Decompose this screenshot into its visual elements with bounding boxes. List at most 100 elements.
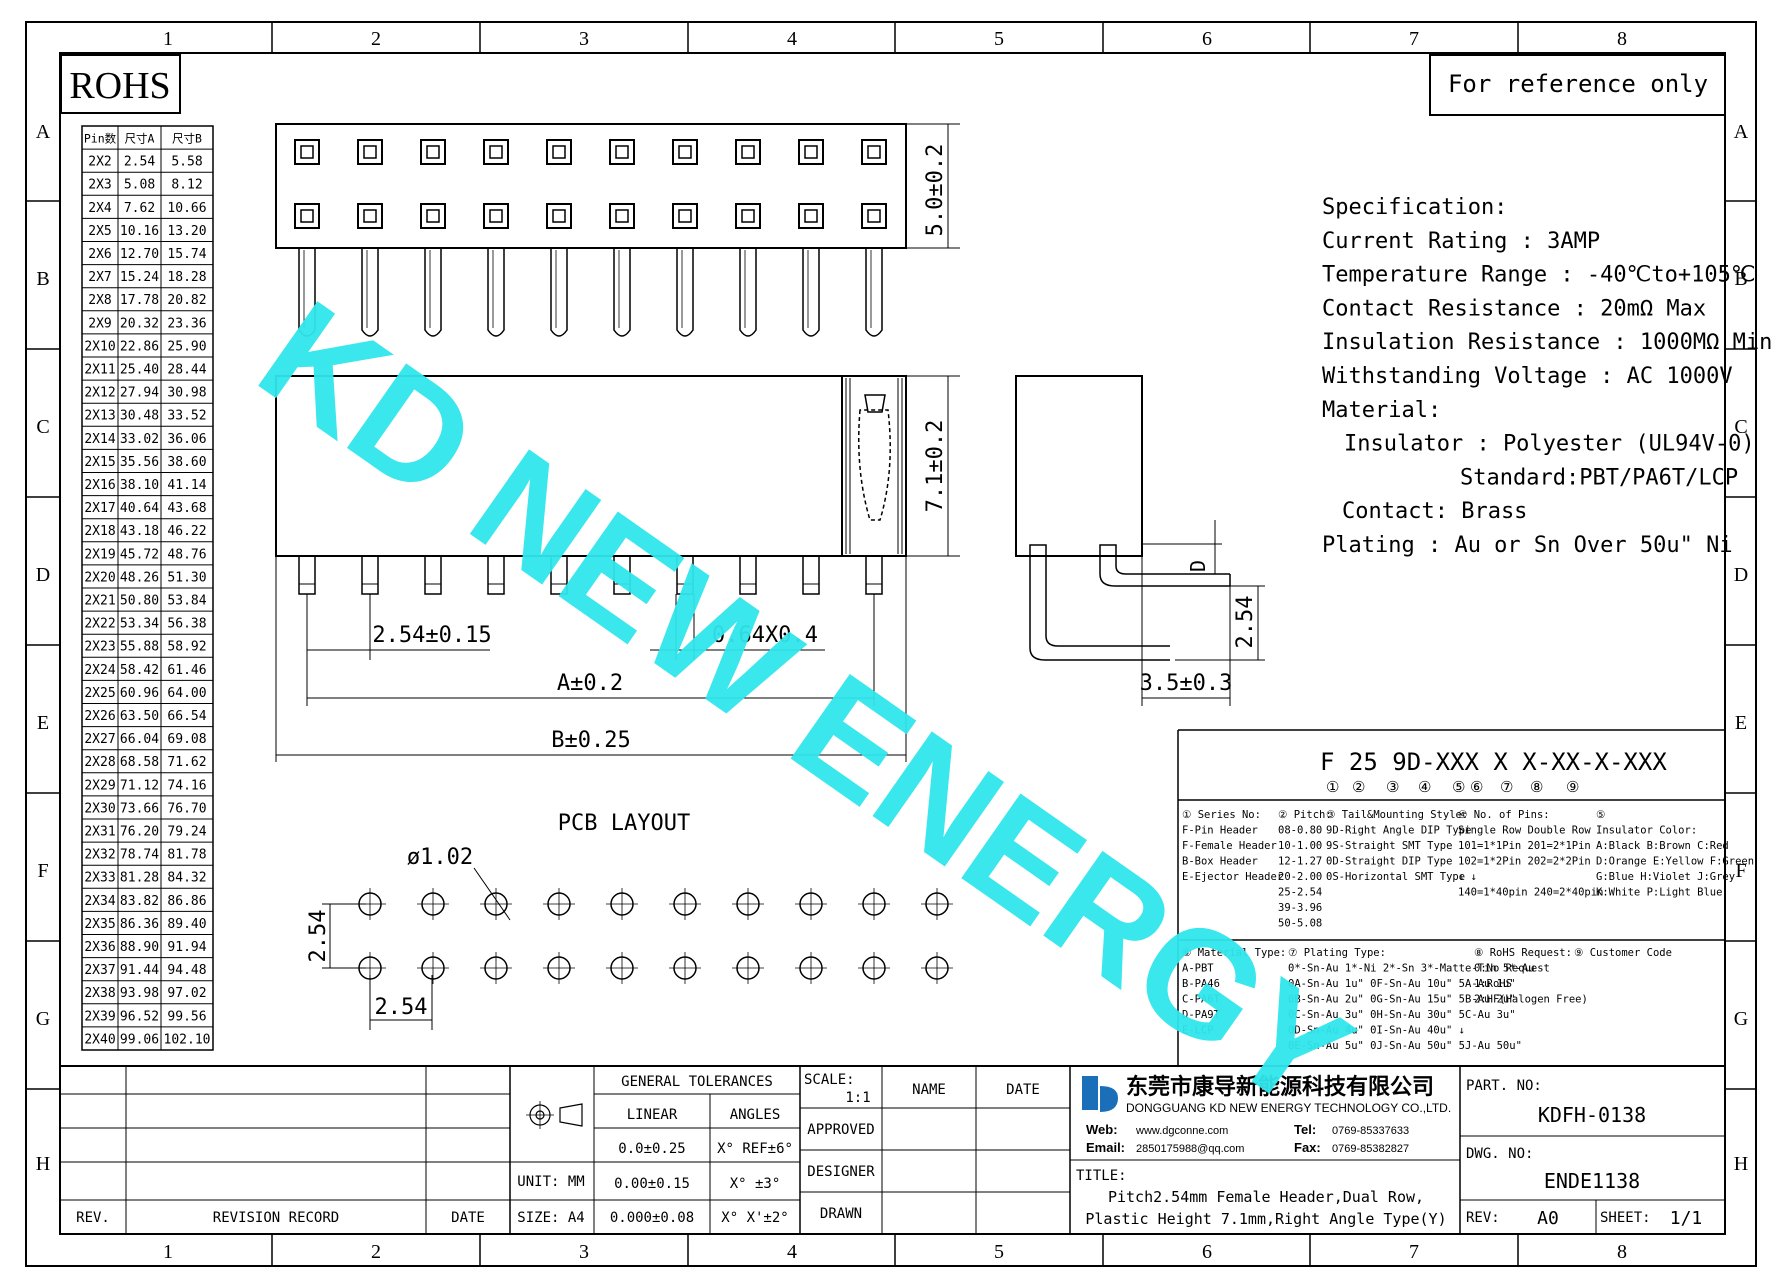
pin-table-cell: 2X17 [84,501,115,516]
pin-hole [294,139,320,165]
col-label: 6 [1202,28,1212,50]
web-value: www.dgconne.com [1135,1125,1228,1137]
pin-table-cell: 40.64 [120,501,159,516]
pin-hole [861,139,887,165]
pin-hole [798,203,824,229]
part-code-option: ⑥ Material Type: [1182,947,1286,959]
linear-header: LINEAR [627,1107,678,1123]
pin-tail [424,555,442,595]
part-code-marker: ② [1352,778,1365,796]
pin-table-cell: 58.42 [120,663,159,678]
col-label: 5 [994,28,1004,50]
pin-table-cell: 15.24 [120,270,159,285]
pin-table-cell: 17.78 [120,293,159,308]
pin-table-cell: 84.32 [167,871,206,886]
title-line-1: Pitch2.54mm Female Header,Dual Row, [1108,1188,1424,1206]
part-code-option: F-Pin Header [1182,825,1258,837]
tolerance-1: 0.0±0.25 [618,1141,685,1157]
pin-table-cell: 102.10 [164,1032,211,1047]
dim-top-height: 5.0±0.2 [923,144,948,237]
part-code-option: 0D-Sn-Au 4u" 0I-Sn-Au 40u" ↓ [1288,1025,1465,1037]
pin-table-cell: 20.82 [167,293,206,308]
pcb-vert-pitch: 2.54 [306,910,331,963]
part-code-option: 2:HF(Halogen Free) [1474,994,1588,1006]
reference-box [1429,54,1726,116]
specification-block: Specification:Current Rating : 3AMPTempe… [1322,195,1772,558]
pin-table-cell: 20.32 [120,316,159,331]
row-label: A [36,121,51,143]
pin-table-cell: 63.50 [120,709,159,724]
pin-hole [609,203,635,229]
email-value: 2850175988@qq.com [1136,1143,1244,1155]
pin-table-cell: 27.94 [120,386,159,401]
pin-table-cell: 10.16 [120,224,159,239]
pin-table-cell: 73.66 [120,801,159,816]
pin-table-cell: 86.36 [120,917,159,932]
row-label: C [36,416,49,438]
pin-table-cell: 45.72 [120,547,159,562]
pin-table-cell: 41.14 [167,478,206,493]
dim-pin-size: 0.64X0.4 [712,623,818,648]
pin-table-cell: 53.84 [167,594,206,609]
pin-table-cell: 5.58 [171,155,202,170]
dwg-no-value: ENDE1138 [1544,1169,1640,1193]
pin-table-cell: 33.52 [167,409,206,424]
pin-table-cell: 2X37 [84,963,115,978]
part-code-option: A:Black B:Brown C:Red [1596,840,1729,852]
col-label: 3 [579,28,589,50]
part-code-option: 140=1*40pin 240=2*40pin [1458,887,1603,899]
col-label: 1 [163,1241,173,1263]
pin-table-cell: 2X15 [84,455,115,470]
pin-table-cell: 2X3 [88,178,111,193]
pin-table-cell: 81.78 [167,848,206,863]
pin-hole [672,203,698,229]
pin-table-cell: 2X2 [88,155,111,170]
pin-leg [613,248,631,337]
pin-table-cell: 43.68 [167,501,206,516]
pin-leg [739,248,757,337]
pin-table-cell: 8.12 [171,178,202,193]
pin-tail [676,555,694,595]
row-label: H [36,1153,50,1175]
pin-table-cell: 53.34 [120,617,159,632]
pin-table-cell: 99.06 [120,1032,159,1047]
col-label: 8 [1617,1241,1627,1263]
row-label: E [37,712,49,734]
pin-table-cell: 83.82 [120,894,159,909]
pin-table-cell: 88.90 [120,940,159,955]
pin-table-cell: 43.18 [120,524,159,539]
pin-table-cell: 2X30 [84,801,115,816]
part-code-option: ⑨ Customer Code [1574,947,1672,959]
pin-table-cell: 91.94 [167,940,206,955]
spec-line: Insulator : Polyester (UL94V-0) [1344,432,1755,457]
pin-table-cell: 56.38 [167,617,206,632]
scale-label: SCALE: [804,1072,855,1088]
pin-table-cell: 2X11 [84,363,115,378]
spec-line: Contact: Brass [1342,499,1527,524]
part-code-option: D:Orange E:Yellow F:Green [1596,856,1754,868]
side-view: D 2.54 3.5±0.3 [1015,375,1265,706]
pin-table-cell: 7.62 [124,201,155,216]
pin-hole [420,139,446,165]
row-label: F [37,860,48,882]
pin-hole [294,203,320,229]
part-code-option: 9D-Right Angle DIP Type [1326,825,1471,837]
row-label: F [1735,860,1746,882]
part-code-option: 08-0.80 [1278,825,1322,837]
pin-table-cell: 25.90 [167,339,206,354]
part-code-option: 10-1.00 [1278,840,1322,852]
row-label: D [36,564,50,586]
top-pin-legs [298,248,883,337]
part-code-option: ③ Tail&Mounting Style: [1326,809,1468,821]
pin-tail [739,555,757,595]
part-code-marker: ④ [1418,778,1431,796]
pin-hole [420,203,446,229]
pin-table-header: Pin数 [84,132,117,146]
pin-table-cell: 2X5 [88,224,111,239]
pin-table-cell: 69.08 [167,732,206,747]
dwg-no-label: DWG. NO: [1466,1146,1533,1162]
pin-tail [487,555,505,595]
pin-table-cell: 64.00 [167,686,206,701]
pin-table-cell: 2X38 [84,986,115,1001]
pin-table-cell: 2X10 [84,339,115,354]
